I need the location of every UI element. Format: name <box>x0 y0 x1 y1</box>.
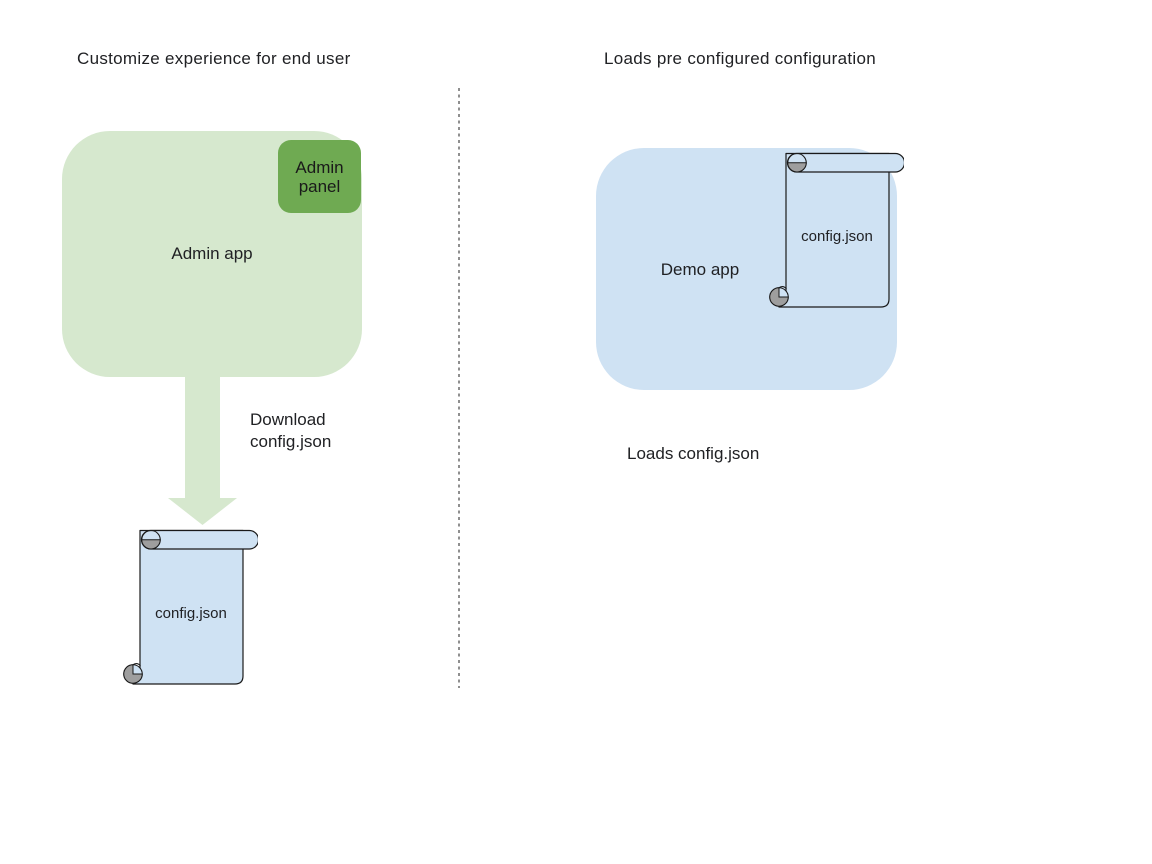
config-file-label-right: config.json <box>801 228 873 245</box>
admin-panel-label: Admin panel <box>295 157 344 196</box>
config-file-label-left: config.json <box>155 605 227 622</box>
config-file-scroll-left: config.json <box>123 529 258 685</box>
scroll-top-curl-shade <box>787 162 807 173</box>
scroll-bottom-curl-hook <box>132 663 141 667</box>
config-file-scroll-right: config.json <box>769 152 904 308</box>
scroll-bottom-curl-hook <box>778 286 787 290</box>
download-config-caption: Download config.json <box>250 410 332 451</box>
section-divider-line <box>458 88 460 688</box>
download-arrow <box>168 377 237 525</box>
left-section-title: Customize experience for end user <box>77 49 351 68</box>
demo-app-label: Demo app <box>660 260 740 279</box>
admin-panel-box: Admin panel <box>278 140 361 213</box>
admin-app-label: Admin app <box>171 244 253 263</box>
loads-config-caption: Loads config.json <box>627 444 760 463</box>
scroll-bottom-curl-shade <box>123 664 143 684</box>
down-arrow-icon <box>168 377 237 525</box>
scroll-bottom-curl-shade <box>769 287 789 307</box>
scroll-top-curl-shade <box>141 539 161 550</box>
right-section-title: Loads pre configured configuration <box>604 49 876 68</box>
